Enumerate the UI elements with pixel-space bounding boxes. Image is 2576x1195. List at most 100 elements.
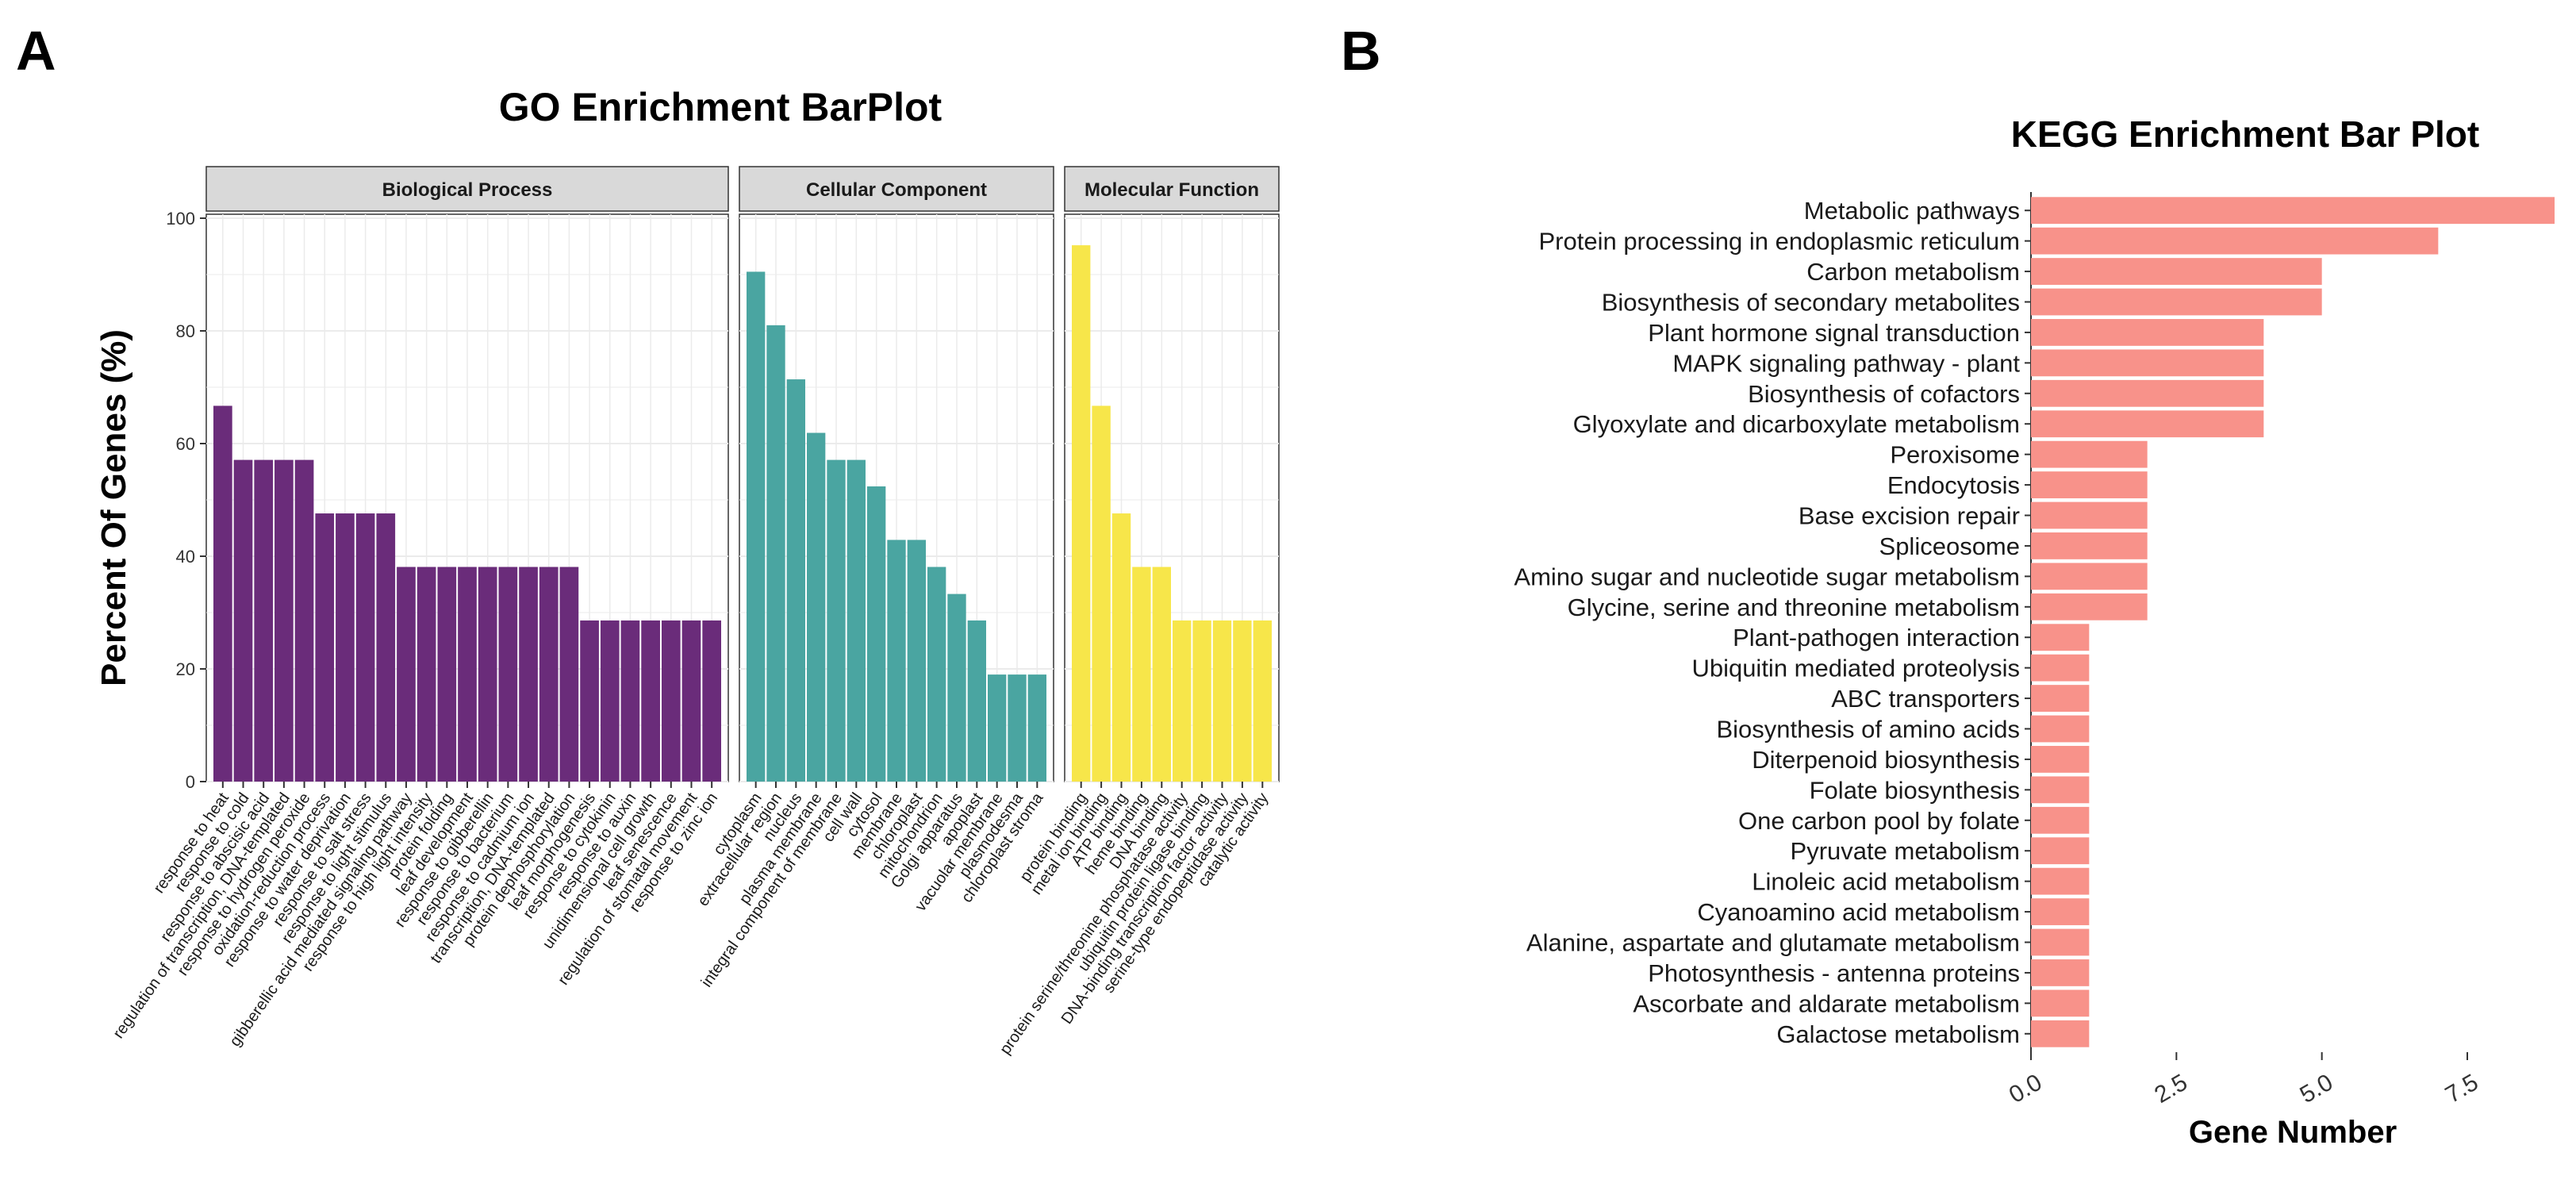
kegg-category-label: Glycine, serine and threonine metabolism [1568,594,2020,621]
go-bar [478,567,497,782]
kegg-category-label: Alanine, aspartate and glutamate metabol… [1526,929,2020,957]
kegg-enrichment-chart: KEGG Enrichment Bar Plot Metabolic pathw… [1514,113,2555,1150]
kegg-category-label: One carbon pool by folate [1738,807,2020,835]
go-bar [867,486,886,782]
go-bar [747,271,766,782]
kegg-bar [2031,715,2090,743]
kegg-category-label: Metabolic pathways [1804,197,2020,225]
kegg-bar [2031,989,2090,1017]
go-bar [681,620,701,782]
go-facet-strip [205,166,729,212]
go-bar [336,513,355,782]
kegg-category-label: Peroxisome [1890,441,2020,469]
go-bar [827,459,846,782]
go-facet-strip-label: Molecular Function [1085,179,1259,201]
kegg-bar [2031,532,2148,559]
kegg-category-label: Galactose metabolism [1776,1020,2020,1048]
kegg-category-label: Amino sugar and nucleotide sugar metabol… [1514,563,2020,590]
go-facet: Cellular Componentcytoplasmextracellular… [694,166,1054,990]
kegg-bar [2031,288,2322,316]
kegg-bar [2031,319,2264,346]
kegg-bar [2031,563,2148,590]
go-bar [1173,620,1192,782]
go-bar [355,513,375,782]
kegg-bar [2031,746,2090,773]
go-bar [766,325,785,782]
go-enrichment-chart: GO Enrichment BarPlot Percent Of Genes (… [94,85,1280,1058]
go-bar [1212,620,1232,782]
go-facet-strip [1064,166,1280,212]
kegg-bar [2031,959,2090,986]
go-bar [519,567,538,782]
go-bar [1027,674,1046,782]
kegg-category-label: Protein processing in endoplasmic reticu… [1538,228,2020,256]
panel-letter-a: A [16,20,56,82]
kegg-category-label: Plant hormone signal transduction [1648,319,2020,347]
kegg-category-label: Biosynthesis of cofactors [1748,380,2020,408]
kegg-bar [2031,806,2090,834]
go-bar [1132,567,1151,782]
kegg-x-axis-label: Gene Number [2189,1115,2397,1150]
kegg-bar [2031,410,2264,438]
go-y-tick-label: 80 [176,321,195,341]
kegg-bar [2031,685,2090,712]
go-bar [376,513,396,782]
go-bar [1111,513,1131,782]
go-bar [254,459,274,782]
go-bar [1253,620,1272,782]
go-chart-title: GO Enrichment BarPlot [499,85,942,129]
go-bar [947,594,966,782]
go-bar [988,674,1007,782]
go-bar [620,620,640,782]
go-bar [807,432,826,782]
go-bar [315,513,335,782]
go-bar [1152,567,1171,782]
kegg-category-label: Linoleic acid metabolism [1752,868,2020,896]
kegg-chart-title: KEGG Enrichment Bar Plot [2011,113,2479,155]
go-bar [294,459,314,782]
go-bar [559,567,579,782]
go-bar [967,620,986,782]
go-bar [213,405,232,782]
go-y-tick-label: 20 [176,659,195,679]
go-y-tick-label: 0 [186,772,195,792]
kegg-category-label: Cyanoamino acid metabolism [1697,898,2020,926]
go-bar [927,567,946,782]
go-facet-strip-label: Biological Process [382,179,553,201]
go-bar [887,540,906,782]
go-bar [661,620,681,782]
kegg-category-label: ABC transporters [1831,685,2020,713]
go-bar [1192,620,1211,782]
go-bar [641,620,660,782]
kegg-bar [2031,471,2148,498]
kegg-bar [2031,440,2148,468]
kegg-category-label: Plant-pathogen interaction [1733,624,2020,651]
kegg-bar [2031,1020,2090,1047]
kegg-x-tick-label: 2.5 [2150,1069,2192,1108]
kegg-bar [2031,867,2090,895]
kegg-bar [2031,501,2148,529]
go-bar [539,567,559,782]
kegg-category-label: Ascorbate and aldarate metabolism [1633,989,2020,1017]
kegg-category-label: Carbon metabolism [1806,258,2020,286]
go-bar [1008,674,1027,782]
go-bar [458,567,477,782]
go-bar [1092,405,1111,782]
kegg-bar [2031,197,2555,225]
kegg-category-label: Photosynthesis - antenna proteins [1648,959,2020,987]
kegg-x-tick-label: 5.0 [2296,1069,2338,1108]
kegg-bar [2031,379,2264,407]
go-bar [417,567,436,782]
go-bar [274,459,294,782]
go-y-tick-label: 60 [176,434,195,454]
go-bar [847,459,866,782]
go-bar [233,459,253,782]
kegg-category-label: Spliceosome [1879,532,2020,560]
kegg-category-label: Folate biosynthesis [1810,776,2020,804]
go-bar [1233,620,1252,782]
